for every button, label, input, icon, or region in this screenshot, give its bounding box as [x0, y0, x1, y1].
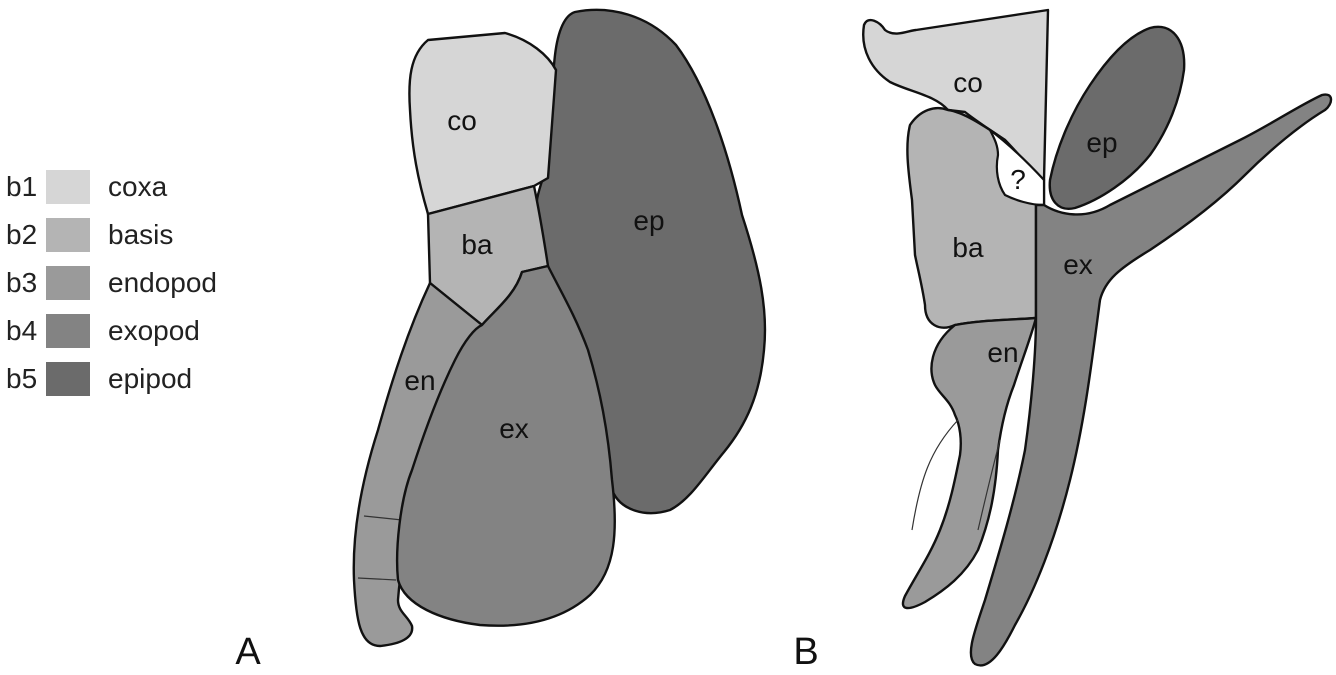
legend-swatch: [46, 218, 90, 252]
legend-swatch: [46, 314, 90, 348]
part-label-ba: ba: [461, 229, 493, 260]
legend-code: b2: [6, 219, 37, 250]
legend-code: b4: [6, 315, 37, 346]
legend-swatch: [46, 266, 90, 300]
legend-name: coxa: [108, 171, 168, 202]
legend-name: endopod: [108, 267, 217, 298]
legend-item-b5: b5 epipod: [6, 362, 192, 396]
part-label-co: co: [953, 67, 983, 98]
panel-label-a: A: [235, 631, 261, 673]
legend-item-b3: b3 endopod: [6, 266, 217, 300]
legend: b1 coxa b2 basis b3 endopod b4 exopod b5…: [6, 170, 217, 396]
part-label-ba: ba: [952, 232, 984, 263]
part-label-ex: ex: [499, 413, 529, 444]
legend-code: b1: [6, 171, 37, 202]
legend-name: epipod: [108, 363, 192, 394]
part-label-en: en: [404, 365, 435, 396]
panel-b: co ba en ex ep ? B: [793, 10, 1331, 673]
part-label-co: co: [447, 105, 477, 136]
part-label-en: en: [987, 337, 1018, 368]
legend-code: b5: [6, 363, 37, 394]
legend-name: basis: [108, 219, 173, 250]
part-label-ep: ep: [633, 205, 664, 236]
part-label-ex: ex: [1063, 249, 1093, 280]
panel-label-b: B: [793, 631, 818, 673]
legend-item-b4: b4 exopod: [6, 314, 200, 348]
legend-item-b1: b1 coxa: [6, 170, 168, 204]
part-label-unknown: ?: [1010, 164, 1026, 195]
legend-name: exopod: [108, 315, 200, 346]
part-label-ep: ep: [1086, 127, 1117, 158]
legend-code: b3: [6, 267, 37, 298]
panel-a: co ba en ex ep A: [235, 10, 765, 673]
legend-item-b2: b2 basis: [6, 218, 173, 252]
legend-swatch: [46, 170, 90, 204]
legend-swatch: [46, 362, 90, 396]
